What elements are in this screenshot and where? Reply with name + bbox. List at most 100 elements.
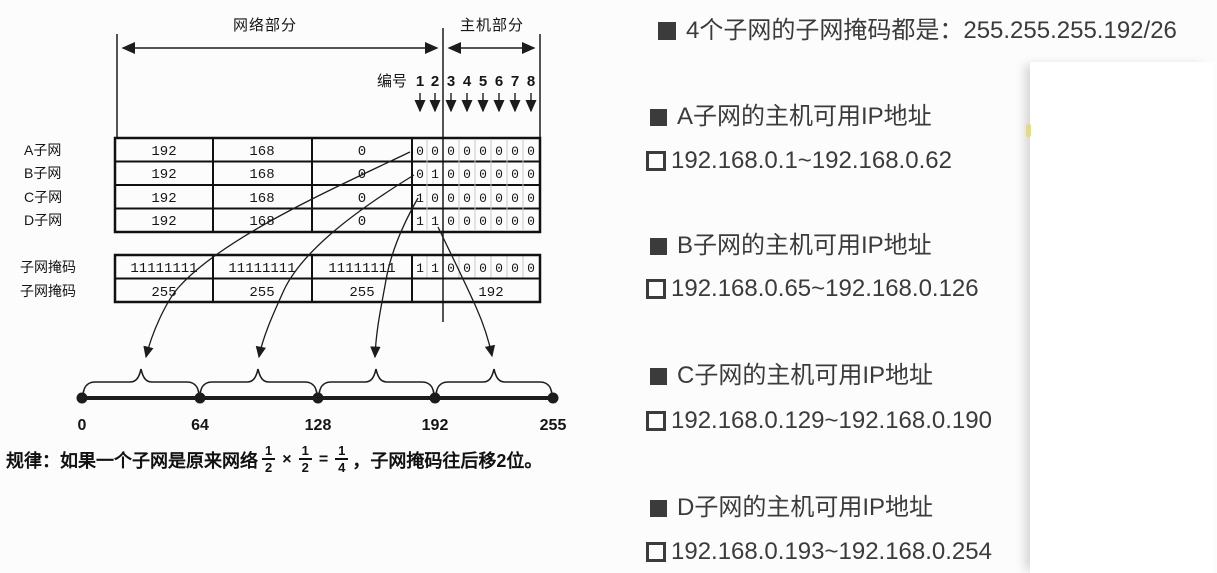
tick-label: 192 [422, 417, 449, 434]
times-sign: × [282, 451, 292, 468]
tick-label: 64 [191, 417, 209, 434]
row-label: C子网 [24, 189, 62, 205]
mask-octet-bin: 11111111 [228, 261, 295, 277]
svg-text:0: 0 [447, 167, 455, 182]
svg-text:0: 0 [511, 191, 519, 206]
svg-text:1: 1 [431, 214, 439, 229]
row-label: D子网 [24, 212, 62, 228]
mask-octet-dec: 192 [478, 285, 503, 301]
svg-text:0: 0 [511, 167, 519, 182]
bit-number: 4 [463, 73, 472, 90]
range-braces [82, 368, 553, 398]
svg-text:0: 0 [479, 261, 487, 276]
bit-number: 1 [416, 73, 424, 90]
svg-text:0: 0 [463, 167, 471, 182]
svg-text:0: 0 [431, 191, 439, 206]
filled-square-bullet-icon [650, 499, 667, 517]
svg-text:0: 0 [447, 214, 455, 229]
note-summary-text: 4个子网的子网掩码都是：255.255.255.192/26 [686, 17, 1177, 44]
note-heading-d: D子网的主机可用IP地址 [650, 494, 933, 522]
rule-prefix: 规律：如果一个子网是原来网络 [6, 451, 258, 471]
octet: 168 [249, 144, 274, 160]
svg-text:0: 0 [416, 144, 424, 159]
filled-square-bullet-icon [658, 22, 676, 40]
svg-text:1: 1 [416, 214, 424, 229]
mask-octet-dec: 255 [349, 285, 374, 301]
svg-text:1: 1 [416, 261, 424, 276]
svg-text:0: 0 [463, 144, 471, 159]
row-label: A子网 [24, 142, 61, 158]
note-heading-text: C子网的主机可用IP地址 [677, 362, 934, 389]
svg-text:0: 0 [447, 144, 455, 159]
octet: 192 [151, 167, 176, 183]
svg-text:0: 0 [479, 144, 487, 159]
rule-suffix: ，子网掩码往后移2位。 [352, 451, 543, 471]
svg-text:1: 1 [431, 261, 439, 276]
octet: 168 [249, 214, 274, 230]
svg-text:0: 0 [479, 167, 487, 182]
octet: 0 [358, 214, 366, 230]
note-range-d: 192.168.0.193~192.168.0.254 [646, 538, 992, 566]
svg-text:1: 1 [431, 167, 439, 182]
filled-square-bullet-icon [650, 108, 667, 126]
mapping-arrows [143, 151, 496, 359]
subnet-diagram: 网络部分 主机部分 编号 1 2 3 4 5 6 7 8 [20, 17, 567, 434]
tick-label: 255 [540, 417, 567, 434]
note-range-text: 192.168.0.193~192.168.0.254 [671, 538, 992, 565]
bit-number: 7 [511, 73, 519, 90]
mask-octet-dec: 255 [151, 285, 176, 301]
note-heading-text: A子网的主机可用IP地址 [677, 103, 932, 130]
arrow-subnet-c [370, 197, 419, 359]
number-line-dots [76, 392, 559, 404]
tick-label: 0 [78, 417, 87, 434]
octet: 168 [249, 167, 274, 183]
svg-text:0: 0 [495, 167, 503, 182]
svg-text:0: 0 [447, 261, 455, 276]
svg-text:0: 0 [495, 261, 503, 276]
hollow-square-bullet-icon [646, 542, 666, 562]
mask-row-label: 子网掩码 [20, 283, 76, 299]
hollow-square-bullet-icon [646, 411, 666, 431]
side-panel [1030, 62, 1213, 573]
svg-text:0: 0 [527, 191, 535, 206]
note-heading-text: B子网的主机可用IP地址 [677, 232, 932, 259]
bit-number: 6 [495, 73, 503, 90]
svg-text:0: 0 [527, 144, 535, 159]
hollow-square-bullet-icon [646, 151, 666, 171]
svg-text:0: 0 [463, 214, 471, 229]
note-heading-a: A子网的主机可用IP地址 [650, 103, 932, 131]
bit-no-label: 编号 [377, 73, 407, 90]
svg-text:0: 0 [463, 191, 471, 206]
svg-text:0: 0 [479, 191, 487, 206]
note-heading-text: D子网的主机可用IP地址 [677, 494, 934, 521]
bit-pointer-arrows [414, 93, 537, 113]
svg-text:0: 0 [511, 144, 519, 159]
filled-square-bullet-icon [650, 367, 667, 385]
mask-octet-bin: 11111111 [328, 261, 395, 277]
note-range-b: 192.168.0.65~192.168.0.126 [646, 275, 979, 303]
octet: 168 [249, 191, 274, 207]
svg-text:0: 0 [495, 144, 503, 159]
octet: 192 [151, 191, 176, 207]
svg-text:0: 0 [447, 191, 455, 206]
bit-number: 5 [479, 73, 487, 90]
subnet-table-grid [113, 136, 542, 234]
arrow-subnet-b [255, 174, 415, 359]
note-heading-b: B子网的主机可用IP地址 [650, 232, 932, 260]
bit-number: 3 [447, 73, 455, 90]
hollow-square-bullet-icon [646, 279, 666, 299]
svg-text:0: 0 [479, 214, 487, 229]
mask-table-grid [113, 253, 542, 304]
svg-text:1: 1 [416, 191, 424, 206]
bit-cell-separators [426, 139, 524, 278]
yellow-speck [1026, 124, 1031, 137]
note-range-text: 192.168.0.65~192.168.0.126 [671, 275, 979, 302]
equals-sign: = [318, 451, 329, 468]
network-section-label: 网络部分 [233, 17, 297, 34]
